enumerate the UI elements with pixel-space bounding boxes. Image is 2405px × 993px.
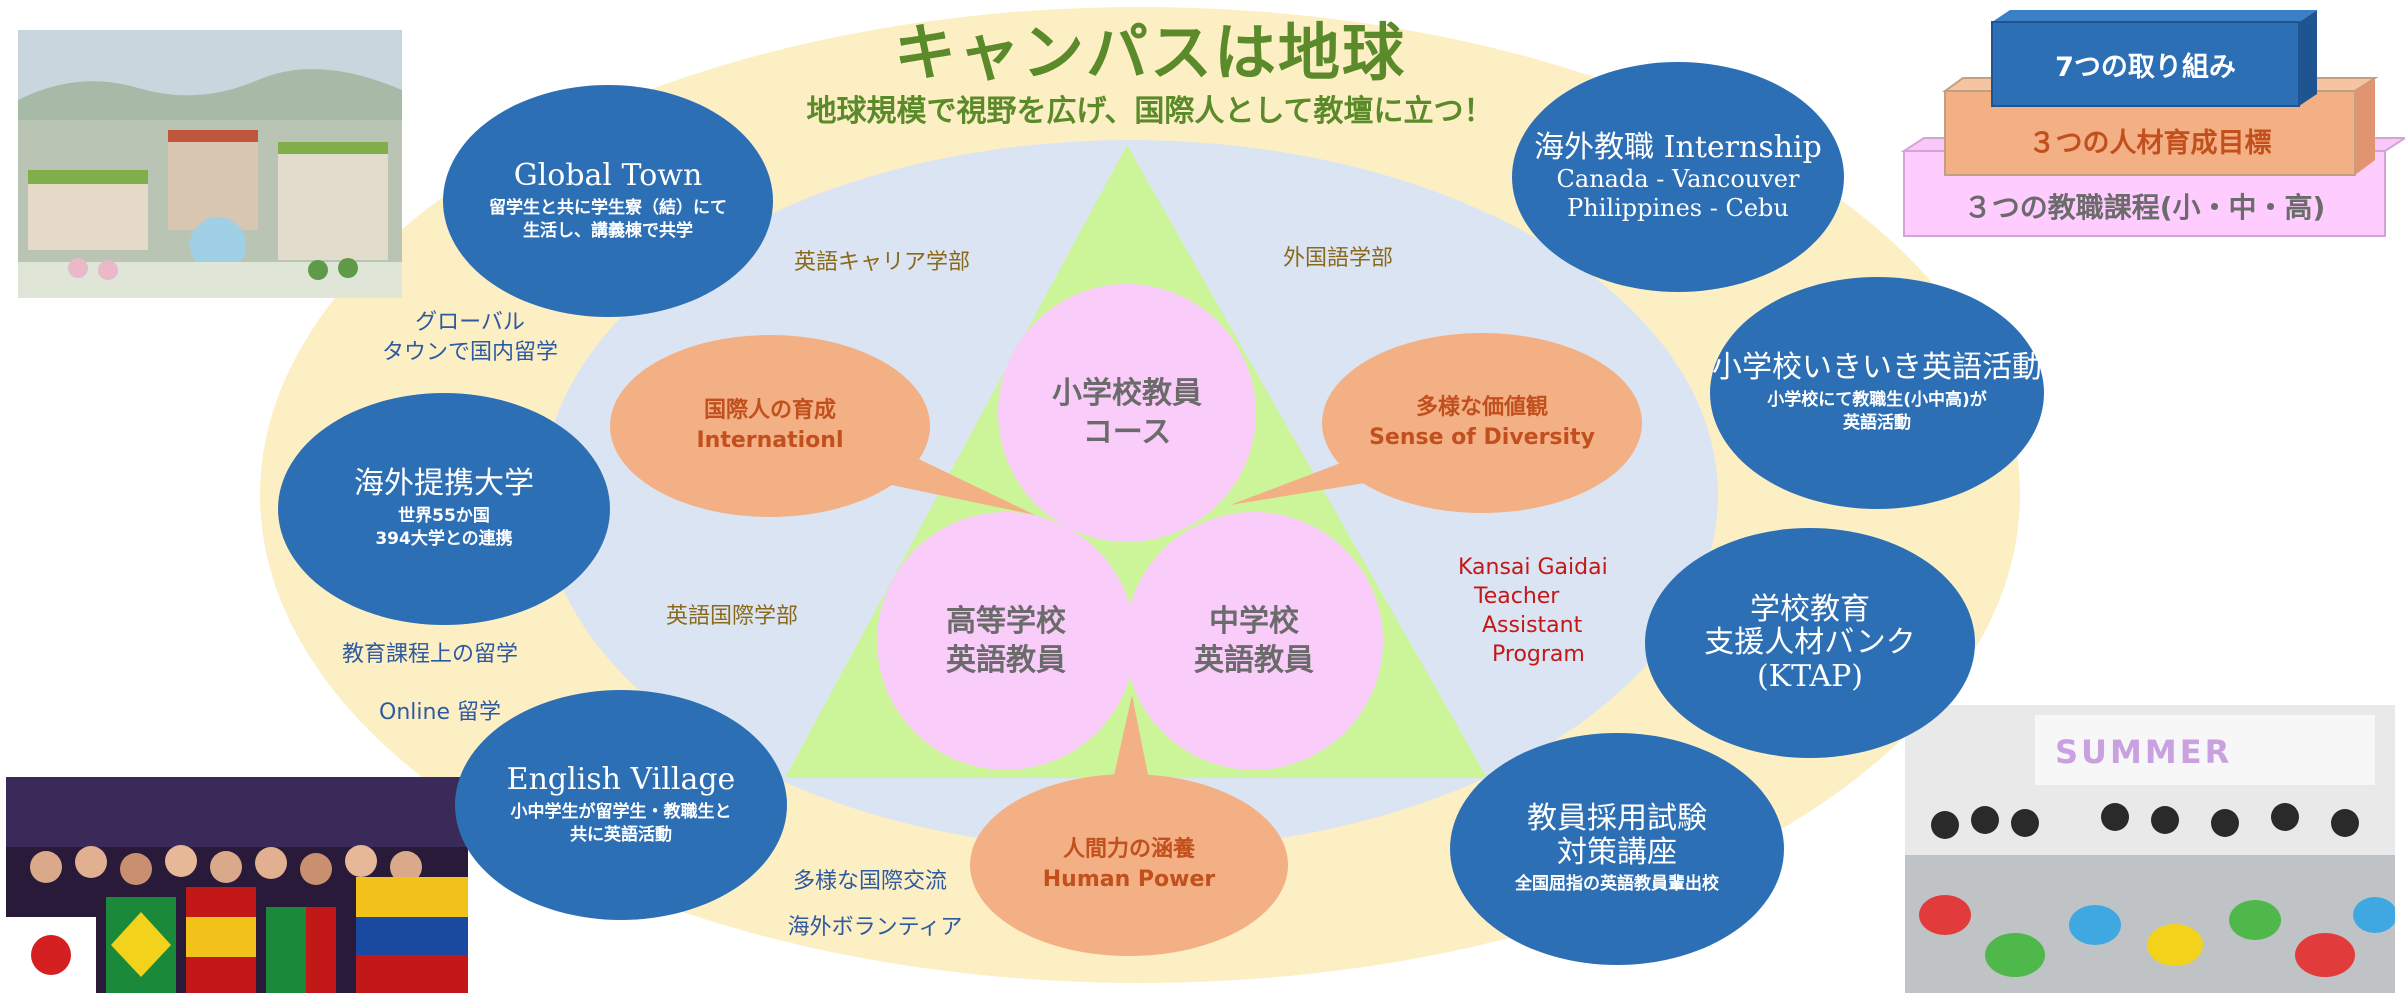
- course-junior-high-line-1: 中学校: [1209, 604, 1299, 639]
- course-junior-high-circle: 中学校 英語教員: [1125, 512, 1383, 770]
- course-elementary-line-1: 小学校教員: [1052, 376, 1202, 411]
- goal-human-power-en: Human Power: [1042, 867, 1216, 892]
- course-elementary-circle: 小学校教員 コース: [998, 284, 1256, 542]
- campus-photo: [18, 30, 402, 298]
- faculty-english-career: 英語キャリア学部: [794, 250, 971, 275]
- curriculum-study-label: 教育課程上の留学: [341, 642, 518, 667]
- goal-human-power-bubble: 人間力の涵養 Human Power: [970, 774, 1288, 956]
- pyramid-graphic: 7つの取り組み ３つの人材育成目標 ３つの教職課程(小・中・高): [1900, 8, 2405, 243]
- exchange-label: 多様な国際交流: [792, 869, 947, 894]
- goal-human-power-jp: 人間力の涵養: [1062, 837, 1195, 863]
- exam-prep-desc: 全国屈指の英語教員輩出校: [1515, 874, 1719, 895]
- kgta-line-2: Teacher: [1474, 584, 1560, 610]
- kgta-line-3: Assistant: [1482, 613, 1583, 639]
- pyramid-top-label: 7つの取り組み: [2055, 51, 2236, 83]
- english-village-title: English Village: [506, 762, 736, 798]
- exam-prep-title-2: 対策講座: [1557, 834, 1677, 870]
- faculty-english-international: 英語国際学部: [666, 604, 799, 629]
- goal-diversity-en: Sense of Diversity: [1369, 425, 1595, 450]
- partner-universities-desc-2: 394大学との連携: [375, 528, 513, 549]
- ktap-bubble: 学校教育 支援人材バンク (KTAP): [1645, 528, 1975, 758]
- english-village-bubble: English Village 小中学生が留学生・教職生と 共に英語活動: [455, 690, 787, 920]
- elementary-english-desc-2: 英語活動: [1843, 412, 1911, 433]
- kgta-line-4: Program: [1492, 642, 1585, 668]
- goal-diversity-bubble: 多様な価値観 Sense of Diversity: [1322, 333, 1642, 513]
- kgta-label: Kansai Gaidai Teacher Assistant Program: [1458, 553, 1648, 669]
- partner-universities-title: 海外提携大学: [354, 466, 534, 502]
- exam-prep-bubble: 教員採用試験 対策講座 全国屈指の英語教員輩出校: [1450, 733, 1784, 965]
- kgta-line-1: Kansai Gaidai: [1458, 555, 1608, 580]
- course-junior-high-line-2: 英語教員: [1194, 643, 1314, 678]
- global-town-study-label: グローバル タウンで国内留学: [355, 308, 585, 367]
- page-title: キャンパスは地球: [893, 16, 1406, 89]
- classroom-illustration: [1905, 705, 2395, 993]
- online-study-label: Online 留学: [379, 700, 501, 725]
- english-village-desc-1: 小中学生が留学生・教職生と: [510, 801, 732, 822]
- pyramid-bottom-label: ３つの教職課程(小・中・高): [1963, 190, 2326, 224]
- ktap-title-1: 学校教育: [1750, 591, 1870, 627]
- internship-bubble: 海外教職 Internship Canada - Vancouver Phili…: [1512, 62, 1844, 292]
- classroom-photo: SUMMER: [1905, 705, 2395, 993]
- goal-international-jp: 国際人の育成: [703, 398, 836, 424]
- internship-title: 海外教職 Internship: [1534, 130, 1822, 166]
- students-illustration: [6, 777, 468, 993]
- campus-illustration: [18, 30, 402, 298]
- summer-banner-text: SUMMER: [2055, 733, 2233, 771]
- faculty-foreign-languages: 外国語学部: [1283, 246, 1394, 271]
- elementary-english-title: 小学校いきいき英語活動: [1712, 350, 2042, 386]
- internship-location-2: Philippines - Cebu: [1567, 193, 1789, 222]
- partner-universities-bubble: 海外提携大学 世界55か国 394大学との連携: [278, 393, 610, 625]
- goal-diversity-jp: 多様な価値観: [1415, 395, 1548, 421]
- global-town-desc-1: 留学生と共に学生寮（結）にて: [489, 197, 727, 218]
- goal-international-bubble: 国際人の育成 Internationl: [610, 335, 930, 517]
- volunteer-label: 海外ボランティア: [787, 915, 963, 940]
- students-flags-photo: [6, 777, 468, 993]
- goal-international-en: Internationl: [696, 428, 844, 453]
- global-town-title: Global Town: [513, 158, 703, 194]
- course-high-school-line-1: 高等学校: [946, 604, 1066, 639]
- elementary-english-bubble: 小学校いきいき英語活動 小学校にて教職生(小中高)が 英語活動: [1710, 277, 2044, 509]
- global-town-study-line-1: グローバル: [415, 310, 525, 335]
- course-high-school-line-2: 英語教員: [946, 643, 1066, 678]
- pyramid-middle-label: ３つの人材育成目標: [2028, 128, 2272, 159]
- course-high-school-circle: 高等学校 英語教員: [877, 512, 1135, 770]
- exam-prep-title-1: 教員採用試験: [1527, 800, 1707, 836]
- ktap-title-3: (KTAP): [1756, 658, 1864, 694]
- page-subtitle: 地球規模で視野を広げ、国際人として教壇に立つ！: [806, 94, 1494, 129]
- english-village-desc-2: 共に英語活動: [570, 824, 672, 845]
- global-town-bubble: Global Town 留学生と共に学生寮（結）にて 生活し、講義棟で共学: [443, 85, 773, 317]
- pyramid-shapes: [1900, 10, 2405, 237]
- global-town-study-line-2: タウンで国内留学: [381, 339, 558, 365]
- course-elementary-line-2: コース: [1082, 415, 1172, 450]
- internship-location-1: Canada - Vancouver: [1556, 165, 1800, 193]
- elementary-english-desc-1: 小学校にて教職生(小中高)が: [1767, 389, 1987, 410]
- partner-universities-desc-1: 世界55か国: [398, 505, 490, 526]
- ktap-title-2: 支援人材バンク: [1704, 625, 1916, 661]
- global-town-desc-2: 生活し、講義棟で共学: [523, 220, 693, 241]
